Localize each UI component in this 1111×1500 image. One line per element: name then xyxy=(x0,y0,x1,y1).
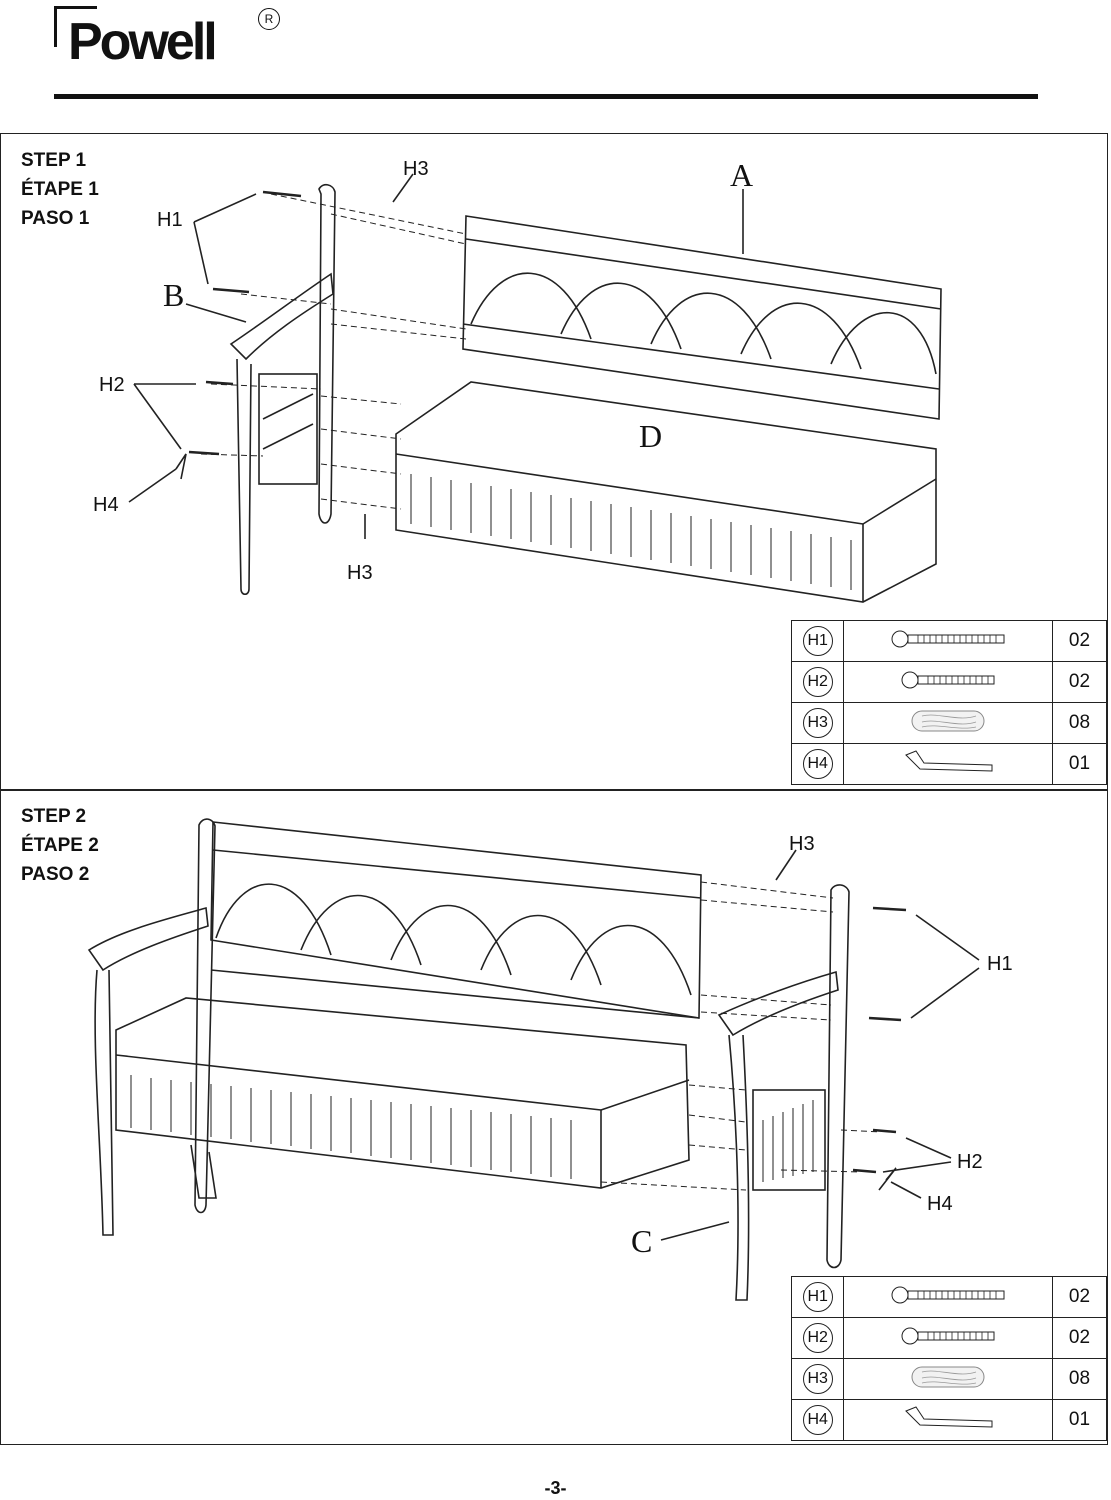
hardware-row: H4 01 xyxy=(790,743,1108,785)
label-h4: H4 xyxy=(93,494,119,516)
step1-panel: STEP 1 ÉTAPE 1 PASO 1 xyxy=(0,133,1108,791)
page-number: -3- xyxy=(544,1478,567,1498)
label-h2: H2 xyxy=(99,374,125,396)
brand-logo: Powell R xyxy=(48,6,288,76)
seat-box-d xyxy=(395,381,937,603)
label-part-d: D xyxy=(639,418,662,454)
hardware-qty: 02 xyxy=(1051,661,1108,703)
step1-en: STEP 1 xyxy=(21,150,87,171)
label-h3-bottom: H3 xyxy=(347,562,373,584)
label-h4: H4 xyxy=(927,1193,953,1215)
step2-hardware-table: H1 02 H2 02 H3 08 H4 01 xyxy=(790,1276,1108,1441)
side-frame-back-post xyxy=(318,183,336,524)
left-back-post xyxy=(194,818,216,1214)
hardware-qty: 02 xyxy=(1051,1276,1108,1318)
hardware-row: H1 02 xyxy=(790,620,1108,662)
alignment-lines xyxy=(200,193,467,510)
step2-panel: STEP 2 ÉTAPE 2 PASO 2 xyxy=(0,789,1108,1445)
step2-es: PASO 2 xyxy=(21,864,90,885)
label-h3-top: H3 xyxy=(403,158,429,180)
hardware-row: H2 02 xyxy=(790,661,1108,703)
side-frame-arm xyxy=(229,272,334,361)
label-h1: H1 xyxy=(157,209,183,231)
brand-name: Powell xyxy=(68,13,218,71)
hardware-code: H3 xyxy=(802,708,833,738)
label-h3: H3 xyxy=(789,833,815,855)
arch-pattern xyxy=(470,272,937,375)
header-rule xyxy=(54,94,1038,99)
step1-assembly-drawing: H3 H1 H2 H4 H3 A B D xyxy=(93,157,942,603)
right-back-post xyxy=(826,884,850,1269)
side-frame-rails xyxy=(258,373,318,485)
hardware-code: H4 xyxy=(802,1405,833,1435)
long-bolt-icon xyxy=(891,1286,1005,1303)
wood-dowel-icon xyxy=(911,1366,985,1387)
left-arm xyxy=(87,906,209,972)
hardware-qty: 01 xyxy=(1051,743,1108,785)
hardware-row: H4 01 xyxy=(790,1399,1108,1441)
arch-pattern xyxy=(215,883,692,996)
allen-key-icon xyxy=(905,1405,993,1428)
back-panel-a xyxy=(462,215,942,420)
hardware-row: H3 08 xyxy=(790,1358,1108,1400)
label-part-b: B xyxy=(163,277,184,313)
label-h1: H1 xyxy=(987,953,1013,975)
hardware-row: H1 02 xyxy=(790,1276,1108,1318)
logo-corner-mark xyxy=(54,6,97,47)
hardware-qty: 01 xyxy=(1051,1399,1108,1441)
right-front-leg xyxy=(728,1034,750,1301)
seat-slats xyxy=(130,1075,572,1179)
side-frame-front-leg xyxy=(236,358,252,596)
step2-fr: ÉTAPE 2 xyxy=(21,835,99,856)
label-part-a: A xyxy=(730,157,753,193)
hardware-qty: 08 xyxy=(1051,1358,1108,1400)
seat-slats xyxy=(410,474,852,590)
hardware-row: H3 08 xyxy=(790,702,1108,744)
hardware-code: H3 xyxy=(802,1364,833,1394)
hardware-code: H1 xyxy=(802,626,833,656)
hardware-code: H4 xyxy=(802,749,833,779)
hardware-qty: 08 xyxy=(1051,702,1108,744)
seat-box xyxy=(115,997,690,1189)
hardware-code: H2 xyxy=(802,667,833,697)
long-bolt-icon xyxy=(891,630,1005,647)
left-rear-leg xyxy=(190,1144,217,1199)
step1-fr: ÉTAPE 1 xyxy=(21,179,99,200)
back-panel xyxy=(210,821,702,1019)
alignment-lines xyxy=(600,881,882,1191)
hardware-qty: 02 xyxy=(1051,1317,1108,1359)
right-side-rails xyxy=(752,1089,826,1191)
step1-es: PASO 1 xyxy=(21,208,90,229)
step2-en: STEP 2 xyxy=(21,806,87,827)
allen-key-icon xyxy=(905,749,993,772)
label-h2: H2 xyxy=(957,1151,983,1173)
short-bolt-icon xyxy=(901,1327,995,1344)
left-front-leg xyxy=(94,969,114,1236)
hardware-code: H2 xyxy=(802,1323,833,1353)
right-arm xyxy=(717,970,839,1037)
step1-title: STEP 1 ÉTAPE 1 PASO 1 xyxy=(21,146,99,233)
step2-title: STEP 2 ÉTAPE 2 PASO 2 xyxy=(21,802,99,889)
hardware-qty: 02 xyxy=(1051,620,1108,662)
bolts xyxy=(188,190,302,456)
step1-hardware-table: H1 02 H2 02 H3 08 H4 01 xyxy=(790,620,1108,785)
registered-mark: R xyxy=(258,8,280,30)
wood-dowel-icon xyxy=(911,710,985,731)
step2-assembly-drawing: H3 H1 H2 H4 C xyxy=(87,818,1013,1301)
label-part-c: C xyxy=(631,1223,652,1259)
hardware-code: H1 xyxy=(802,1282,833,1312)
short-bolt-icon xyxy=(901,671,995,688)
bolts xyxy=(852,906,907,1174)
hardware-row: H2 02 xyxy=(790,1317,1108,1359)
